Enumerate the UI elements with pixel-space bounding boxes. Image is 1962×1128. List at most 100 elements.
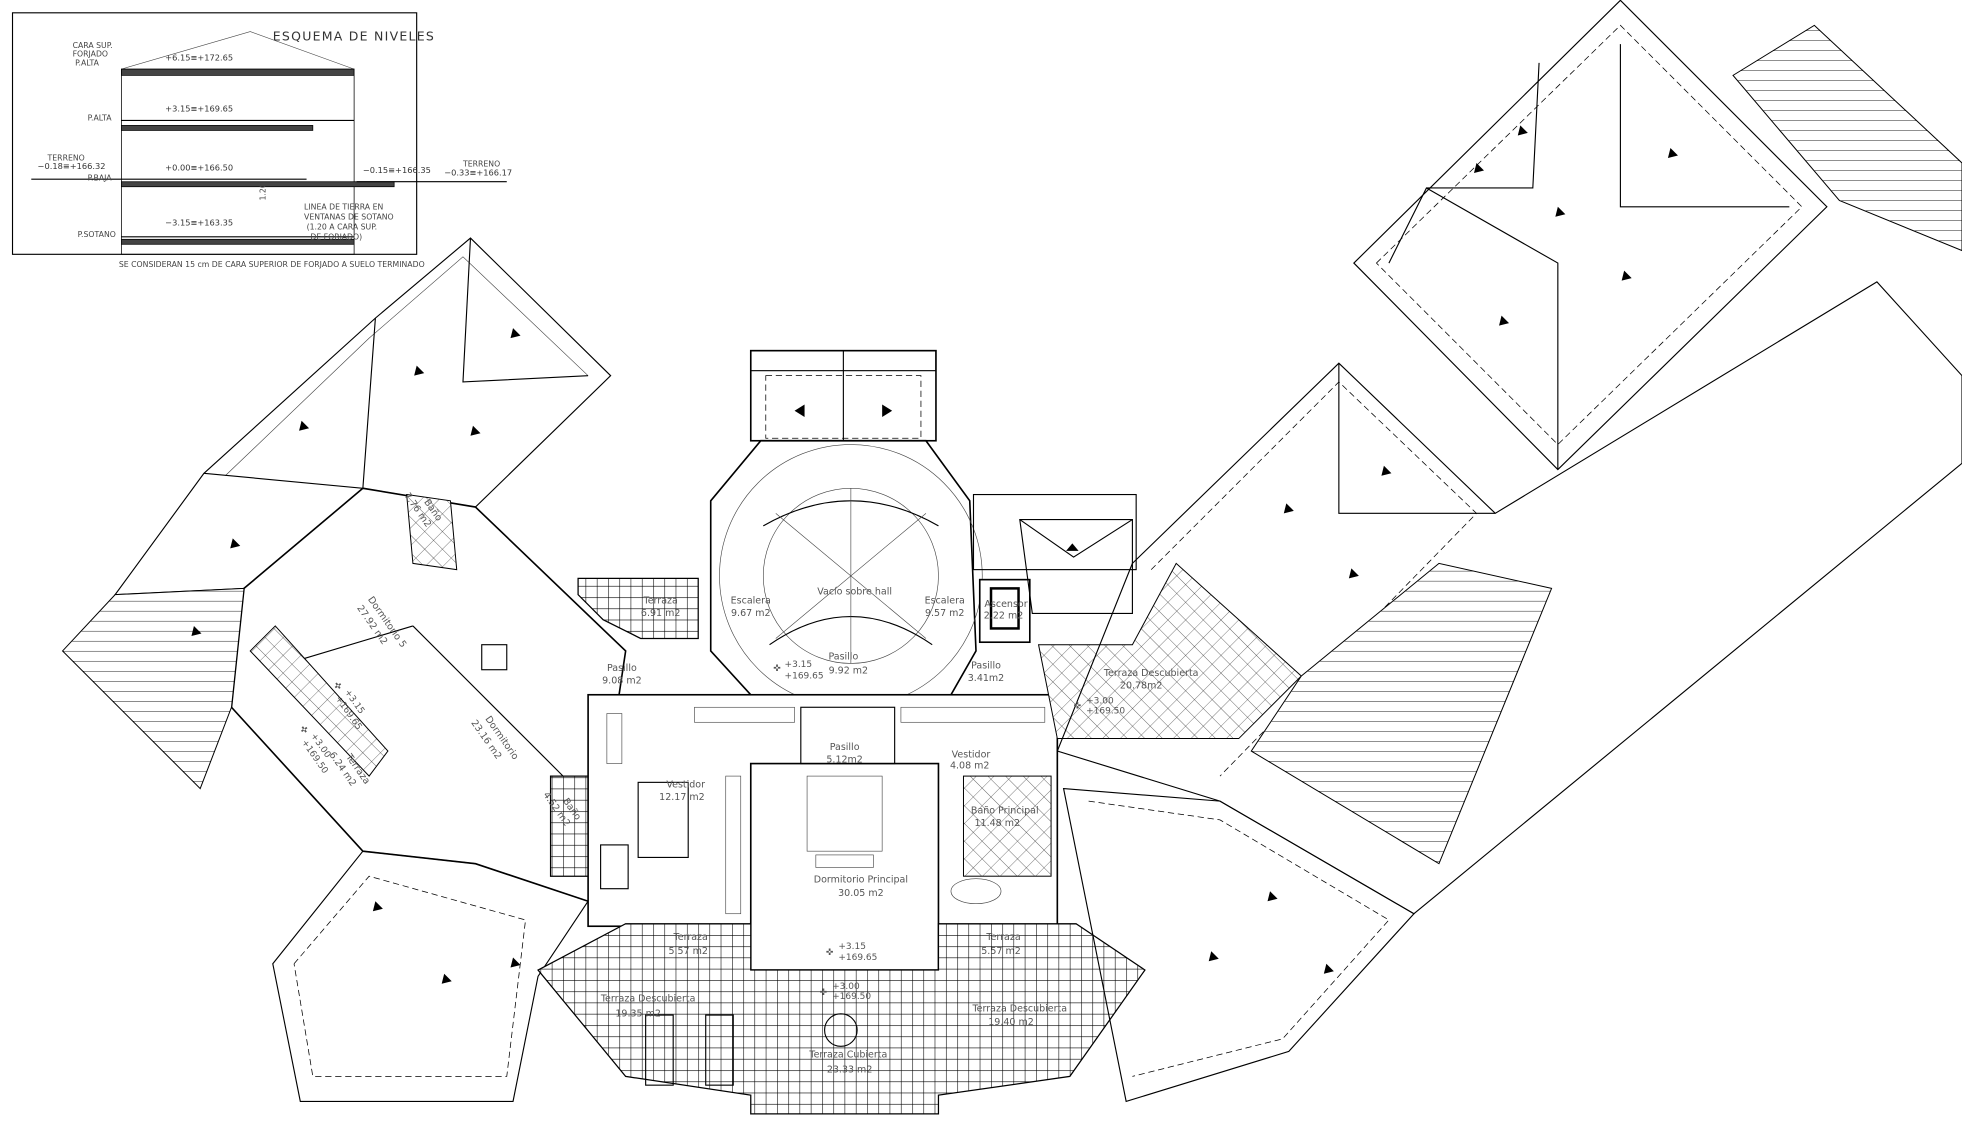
arrow-icon [794, 404, 805, 417]
legend-p-alta-top: P.ALTA [75, 58, 100, 67]
roof-sw [272, 850, 589, 1102]
vestidor-l-area-text: 12.17 m2 [659, 792, 705, 803]
escalera-r-name-text: Escalera [925, 595, 965, 606]
legend-note: SE CONSIDERAN 15 cm DE CARA SUPERIOR DE … [119, 260, 425, 269]
arrow-icon [1323, 963, 1334, 974]
legend-level-alta: +3.15≡+169.65 [165, 104, 233, 114]
legend-terreno-left: TERRENO [47, 153, 85, 162]
dormitorio-principal-b-text: +169.65 [838, 953, 877, 963]
legend-p-alta: P.ALTA [88, 113, 113, 122]
hall-b-text: +169.65 [785, 671, 824, 681]
arrow-icon [1517, 125, 1528, 136]
legend-tierra-2: VENTANAS DE SOTANO [304, 212, 394, 221]
arrow-icon [1667, 147, 1678, 158]
level-marker-icon: ✜ [826, 948, 834, 958]
arrow-icon [1066, 543, 1079, 551]
arrow-icon [1381, 465, 1392, 476]
pasillo-c-name-text: Pasillo [828, 652, 858, 663]
level-marker-icon: ✜ [773, 664, 781, 674]
level-marker-icon: ✜ [1074, 702, 1082, 712]
legend-tierra-4: DE FORJADO) [310, 232, 362, 241]
arrow-icon [1621, 270, 1632, 281]
ascensor-name-text: Ascensor [984, 599, 1027, 610]
room-label: Terraza 5.57 m2 [981, 932, 1020, 957]
pergola-east [1250, 562, 1553, 865]
pasillo-l-name-text: Pasillo [607, 663, 637, 674]
bano-principal-area-text: 11.48 m2 [975, 818, 1021, 829]
arrow-icon [510, 957, 521, 968]
arrow-icon [470, 425, 481, 436]
legend-level-terreno-right: −0.33≡+166.17 [444, 167, 512, 177]
vacio-name-text: Vacío sobre hall [817, 587, 892, 598]
terraza-n-name-text: Terraza [643, 595, 678, 606]
escalera-l-name-text: Escalera [731, 595, 771, 606]
right-wing [1056, 0, 1962, 1103]
terrace-north [577, 577, 699, 640]
terraza-cubierta-name-text: Terraza Cubierta [808, 1050, 887, 1061]
room-label: Vestidor 12.17 m2 [659, 779, 705, 803]
terraza-sl-name-text: Terraza [673, 932, 708, 943]
terraza-sr-area-text: 5.57 m2 [981, 946, 1020, 957]
room-label: Dormitorio Principal 30.05 m2 [814, 874, 908, 899]
pasillo-r-name-text: Pasillo [971, 660, 1001, 671]
vestidor-l-name-text: Vestidor [666, 779, 705, 790]
dormitorio-principal-area-text: 30.05 m2 [838, 888, 884, 899]
roof-southeast [1062, 787, 1415, 1103]
arrow-icon [882, 404, 893, 417]
roof-east-band [1056, 281, 1962, 915]
pergola-northeast [1732, 24, 1962, 252]
arrow-icon [299, 420, 310, 431]
pasillo-s-name-text: Pasillo [830, 742, 860, 753]
escalera-r-area-text: 9.57 m2 [925, 608, 964, 619]
room-label: Terraza Cubierta 23.33 m2 [808, 1050, 887, 1076]
terraza-sr-name-text: Terraza [985, 932, 1020, 943]
terraza-desc-ne-a-text: +3.00 [1086, 697, 1114, 707]
legend-level-roof: +6.15≡+172.65 [165, 52, 233, 62]
dormitorio-principal-a-text: +3.15 [838, 942, 866, 952]
room-label: Vacío sobre hall [817, 587, 892, 598]
room-label: Pasillo 9.92 m2 [828, 652, 868, 677]
terraza-sl-area-text: 5.57 m2 [668, 946, 707, 957]
level-marker-icon: ✜ [820, 988, 828, 998]
roof-small [1019, 519, 1133, 614]
arrow-icon [1267, 891, 1278, 902]
dormitorio-principal-name-text: Dormitorio Principal [814, 874, 908, 885]
legend-level-step: −0.15≡+166.35 [363, 165, 431, 175]
arrow-icon [414, 365, 425, 376]
legend-cara-sup: CARA SUP. [73, 41, 113, 50]
level-mark: ✜ +3.15+169.65 [826, 942, 878, 963]
roof-ne [1353, 0, 1828, 471]
terrace-northeast [1037, 562, 1303, 740]
terrace-south [537, 923, 1146, 1115]
terraza-desc-sw-area-text: 19.35 m2 [615, 1008, 661, 1019]
pasillo-c-area-text: 9.92 m2 [829, 665, 868, 676]
pasillo-l-area-text: 9.08 m2 [602, 675, 641, 686]
terraza-cubierta-b-text: +169.50 [832, 992, 871, 1002]
arrow-icon [372, 901, 383, 912]
arrow-icon [1555, 206, 1566, 217]
legend-title: ESQUEMA DE NIVELES [273, 28, 435, 43]
pergola-west [61, 587, 245, 790]
legend-dimension: 1.20 [258, 183, 267, 200]
vestidor-r-area-text: 4.08 m2 [950, 761, 989, 772]
terraza-desc-ne-b-text: +169.50 [1086, 707, 1125, 717]
legend-level-terreno-left: −0.18≡+166.32 [38, 161, 106, 171]
legend-tierra-3: (1.20 A CARA SUP. [307, 222, 378, 231]
terraza-cubierta-area-text: 23.33 m2 [827, 1065, 873, 1076]
terraza-desc-se-name-text: Terraza Descubierta [971, 1003, 1067, 1014]
hall-a-text: +3.15 [785, 660, 813, 670]
arrow-icon [1208, 951, 1219, 962]
terraza-desc-se-area-text: 19.40 m2 [988, 1017, 1034, 1028]
levels-legend: ESQUEMA DE NIVELES CARA SUP. FORJADO P.A… [11, 12, 512, 269]
